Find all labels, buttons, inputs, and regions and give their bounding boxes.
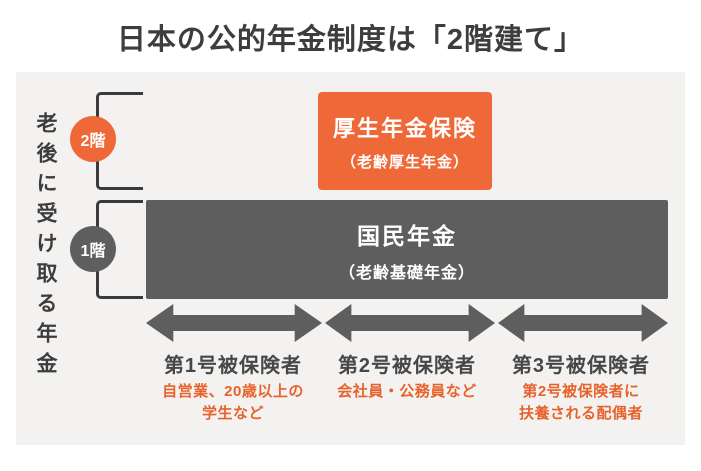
insured-category-caption: 会社員・公務員など — [320, 381, 494, 425]
side-axis-label: 老後に受け取る年金 — [34, 112, 57, 382]
floor2-badge: 2階 — [70, 116, 116, 162]
double-arrow-icon — [146, 304, 322, 342]
caption-line: 学生など — [201, 405, 264, 422]
caption-line: 自営業、20歳以上の — [162, 383, 304, 400]
caption-line: 第2号被保険者に — [522, 383, 640, 400]
double-arrow-icon — [498, 304, 668, 342]
double-arrow-icon — [325, 304, 495, 342]
national-pension-subtitle: （老齢基礎年金） — [338, 264, 475, 282]
insured-category-caption: 自営業、20歳以上の 学生など — [146, 381, 320, 425]
national-pension-box: 国民年金 （老齢基礎年金） — [146, 200, 668, 299]
insured-category-label: 第2号被保険者 — [337, 355, 477, 377]
range-arrows — [146, 304, 668, 342]
diagram-panel: 老後に受け取る年金 2階 1階 厚生年金保険 （老齢厚生年金） 国民年金 （老齢… — [16, 72, 685, 445]
floor1-badge: 1階 — [70, 226, 116, 272]
national-pension-title: 国民年金 — [357, 222, 457, 249]
caption-line: 扶養される配偶者 — [518, 405, 643, 422]
insured-category-caption: 第2号被保険者に 扶養される配偶者 — [494, 381, 668, 425]
employee-pension-subtitle: （老齢厚生年金） — [340, 153, 469, 171]
insured-category-captions: 自営業、20歳以上の 学生など 会社員・公務員など 第2号被保険者に 扶養される… — [146, 381, 668, 425]
insured-category-label: 第1号被保険者 — [163, 355, 303, 377]
caption-line: 会社員・公務員など — [337, 383, 477, 400]
employee-pension-box: 厚生年金保険 （老齢厚生年金） — [318, 92, 492, 190]
insured-category-labels: 第1号被保険者 第2号被保険者 第3号被保険者 — [146, 349, 668, 378]
insured-category-label: 第3号被保険者 — [511, 355, 651, 377]
employee-pension-title: 厚生年金保険 — [332, 115, 477, 141]
page-title: 日本の公的年金制度は「2階建て」 — [116, 24, 585, 56]
